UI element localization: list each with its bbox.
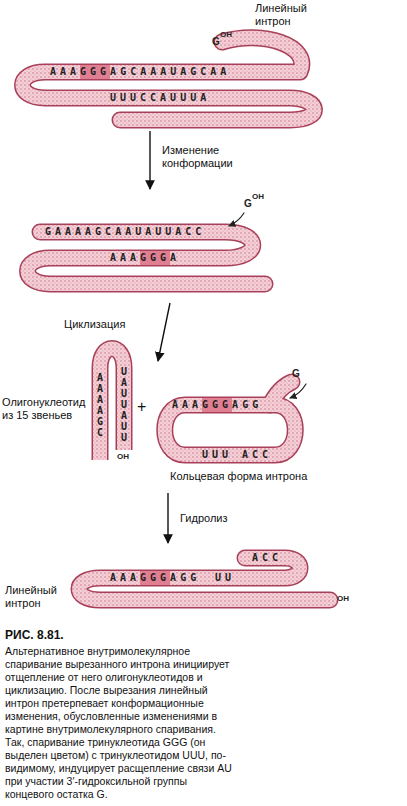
nucleotide-sequence: UU <box>215 572 235 584</box>
rna-panel: Линейный интрон ACC AAAGGGAGG UU OH <box>2 544 362 620</box>
reaction-arrow <box>158 303 170 361</box>
figure-caption: Альтернативное внутримолекулярное спарив… <box>5 645 237 801</box>
rna-panel: GOH GAAAAGCAAUAUUACC AAAGGGA <box>20 190 300 302</box>
nucleotide-sequence: AAAGGGA <box>110 252 180 264</box>
attack-arrow <box>290 384 306 398</box>
rna-panel: Кольцевая форма интрона G AAAGGGAGG UUU ACC <box>150 362 315 492</box>
rna-strand <box>165 405 296 455</box>
nucleotide-sequence: AAAGGGAGG <box>110 572 200 584</box>
panel-label: Кольцевая форма интрона <box>170 470 310 483</box>
rna-strand <box>79 558 330 600</box>
rna-strand <box>28 232 266 284</box>
nucleotide-sequence: AAAGGGAGG <box>172 399 262 411</box>
nucleotide-sequence: AAAAGC <box>97 372 104 438</box>
nucleotide-sequence: UAUUAUU <box>121 366 128 443</box>
panel-label: Олигонуклеотид из 15 звеньев <box>2 396 92 422</box>
hydroxyl-label: OH <box>117 452 129 462</box>
plus-sign: + <box>137 398 146 416</box>
nucleotide-sequence: G <box>292 368 300 380</box>
nucleotide-sequence: ACC <box>242 449 272 461</box>
rna-panel: Линейный интронGOH AAAGGGAGCAAAUAGCAA UUUC… <box>8 0 338 130</box>
nucleotide-sequence: UUU <box>202 449 232 461</box>
nucleotide-sequence: ACC <box>252 552 282 564</box>
step-label: Изменение конформации <box>160 144 259 170</box>
rna-strand-outline <box>100 349 124 461</box>
rna-strand-outline <box>23 38 315 120</box>
nucleotide-sequence: GAAAAGCAAUAUUACC <box>45 226 205 238</box>
hydroxyl-label: OH <box>220 30 232 40</box>
hydroxyl-label: OH <box>252 192 264 202</box>
nucleotide-sequence: UUUCCAUUUA <box>110 92 210 104</box>
step-label: Циклизация <box>62 318 146 331</box>
reaction-arrow <box>167 493 168 543</box>
rna-strand <box>270 382 292 405</box>
panel-label: Линейный интрон <box>255 2 330 28</box>
reaction-arrow <box>149 131 150 189</box>
nucleotide-sequence: G <box>212 36 220 48</box>
panel-label: Линейный интрон <box>5 584 67 610</box>
hydroxyl-label: OH <box>337 594 349 604</box>
figure-number: РИС. 8.81. <box>5 628 64 642</box>
rna-strand <box>23 38 315 120</box>
step-label: Гидролиз <box>178 512 262 525</box>
rna-strand-outline <box>28 232 266 284</box>
nucleotide-sequence: G <box>244 198 252 210</box>
attack-arrow <box>229 213 244 226</box>
rna-panel: Олигонуклеотид из 15 звеньев AAAAGC UAUUAU… <box>2 336 136 466</box>
rna-strand-outline <box>79 558 330 600</box>
rna-strand-outline <box>165 405 296 455</box>
rna-strand <box>100 349 124 461</box>
nucleotide-sequence: AAAGGGAGCAAAUAGCAA <box>50 66 230 78</box>
